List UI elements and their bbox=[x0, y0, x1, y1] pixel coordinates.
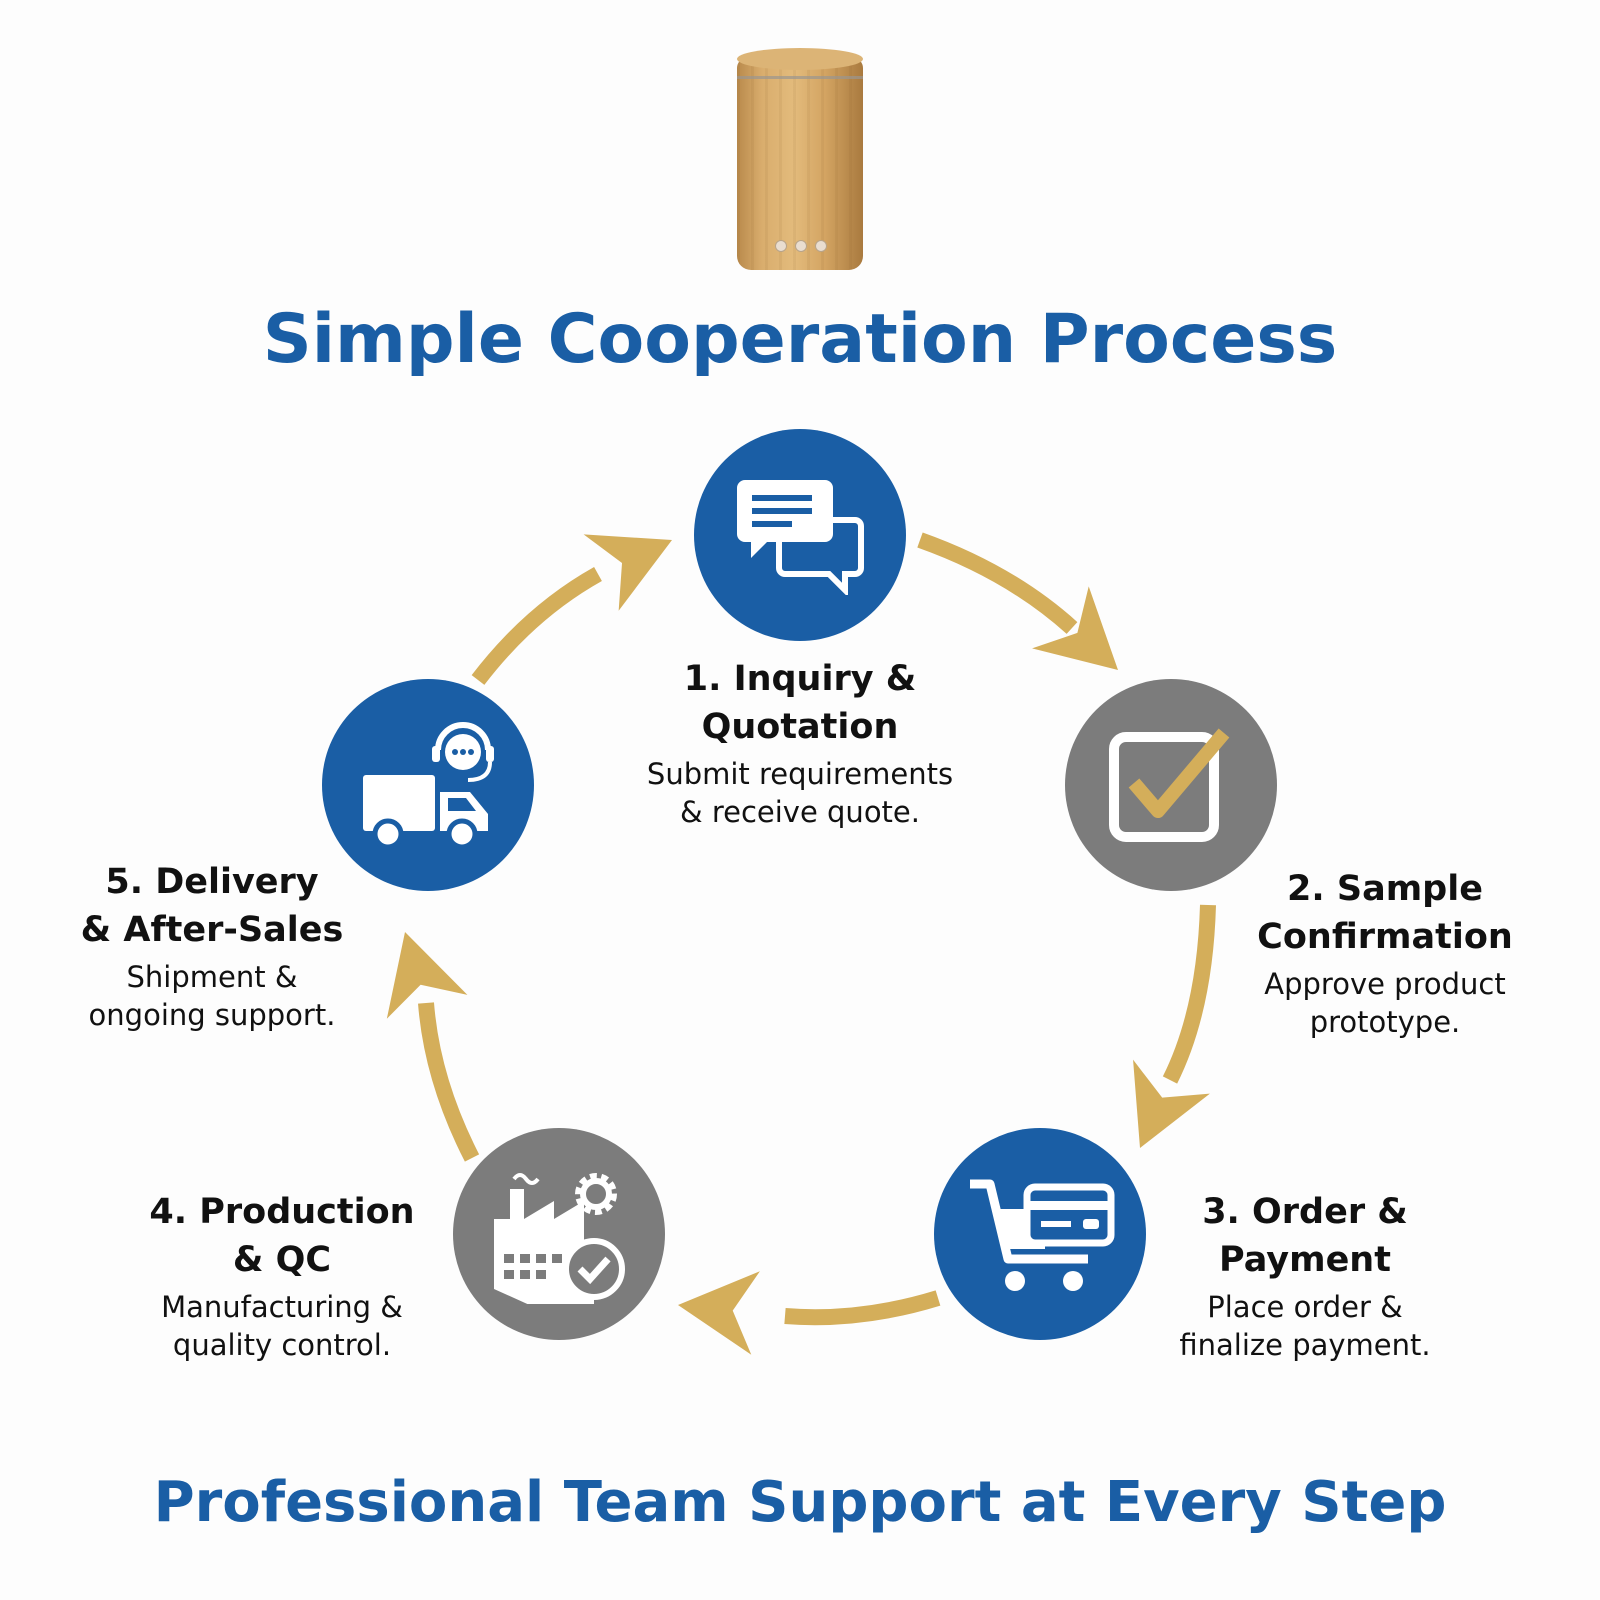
truck-headset-icon bbox=[363, 722, 494, 850]
arrow-shaft-5 bbox=[471, 567, 602, 685]
step-title: 4. Production bbox=[149, 1192, 415, 1232]
step-title: Payment bbox=[1219, 1240, 1391, 1280]
step-description: quality control. bbox=[172, 1328, 392, 1362]
cart-card-icon bbox=[970, 1179, 1115, 1291]
chat-bubbles-icon bbox=[737, 480, 864, 595]
page-title: Simple Cooperation Process bbox=[262, 300, 1338, 379]
step-3-circle bbox=[934, 1128, 1146, 1340]
arrow-shaft-3 bbox=[784, 1290, 941, 1326]
step-title: 3. Order & bbox=[1202, 1192, 1408, 1232]
step-title: & After-Sales bbox=[80, 910, 344, 950]
arrow-shaft-2 bbox=[1162, 904, 1216, 1084]
arrow-head-5 bbox=[583, 534, 672, 611]
step-title: Quotation bbox=[701, 707, 899, 747]
step-description: Approve product bbox=[1264, 967, 1506, 1001]
step-4-label: 4. Production & QC Manufacturing & quali… bbox=[149, 1188, 414, 1364]
arrow-head-4 bbox=[386, 932, 468, 1019]
arrow-head-3 bbox=[678, 1271, 760, 1355]
step-2-circle bbox=[1065, 679, 1277, 891]
step-description: ongoing support. bbox=[88, 998, 336, 1032]
step-2-label: 2. Sample Confirmation Approve product p… bbox=[1257, 865, 1513, 1041]
arrow-shaft-4 bbox=[418, 1002, 480, 1162]
step-3-label: 3. Order & Payment Place order & finaliz… bbox=[1179, 1188, 1430, 1364]
step-title: 1. Inquiry & bbox=[683, 659, 917, 699]
step-1-label: 1. Inquiry & Quotation Submit requiremen… bbox=[647, 655, 953, 831]
step-description: Manufacturing & bbox=[161, 1290, 403, 1324]
factory-gear-icon bbox=[494, 1173, 625, 1304]
product-image-aroma-diffuser bbox=[737, 48, 863, 276]
step-description: Shipment & bbox=[126, 960, 298, 994]
step-description: Submit requirements bbox=[646, 757, 954, 791]
step-title: & QC bbox=[232, 1240, 332, 1280]
checkbox-icon bbox=[1109, 728, 1230, 842]
step-description: Place order & bbox=[1207, 1290, 1403, 1324]
step-1-circle bbox=[694, 429, 906, 641]
step-4-circle bbox=[453, 1128, 665, 1340]
step-description: prototype. bbox=[1309, 1005, 1461, 1039]
arrow-head-1 bbox=[1032, 586, 1118, 670]
footer-tagline: Professional Team Support at Every Step bbox=[153, 1470, 1447, 1535]
arrow-shaft-1 bbox=[917, 532, 1078, 634]
step-description: & receive quote. bbox=[680, 795, 920, 829]
step-title: 5. Delivery bbox=[105, 862, 319, 902]
step-title: 2. Sample bbox=[1287, 869, 1483, 909]
step-5-circle bbox=[322, 679, 534, 891]
arrow-head-2 bbox=[1133, 1059, 1210, 1148]
step-description: finalize payment. bbox=[1179, 1328, 1431, 1362]
step-title: Confirmation bbox=[1257, 917, 1513, 957]
step-5-label: 5. Delivery & After-Sales Shipment & ong… bbox=[81, 858, 344, 1034]
